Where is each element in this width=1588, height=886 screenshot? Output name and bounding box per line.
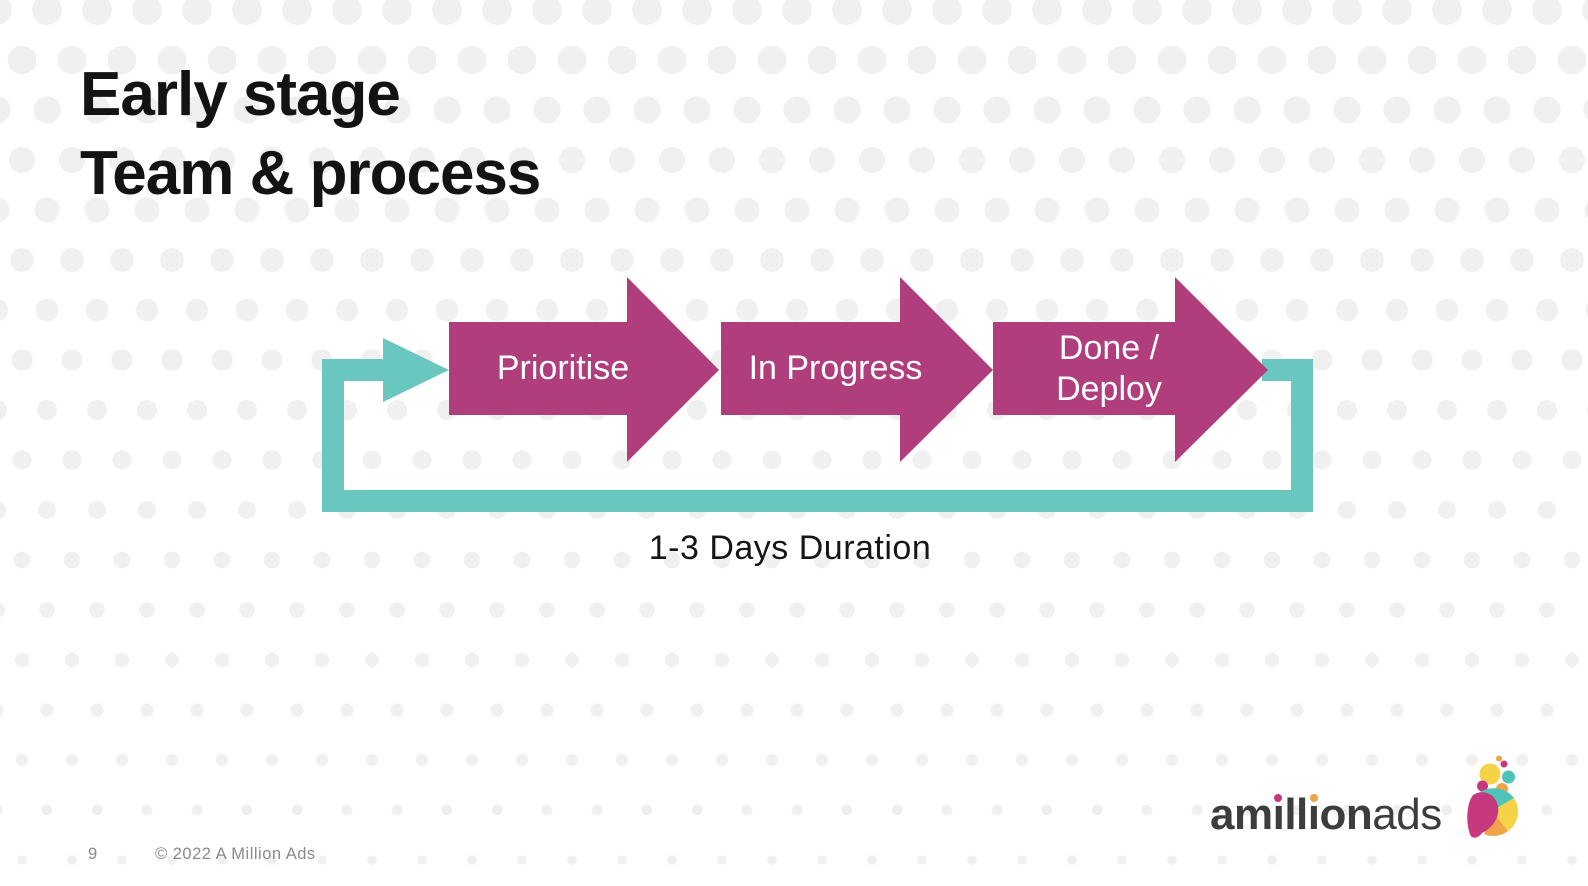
step-label-in-progress: In Progress	[748, 349, 923, 388]
logo-part-ads: ads	[1372, 790, 1442, 839]
flow-arrow-in-progress	[721, 277, 993, 462]
amillionads-wordmark: amıllıonads	[1210, 790, 1442, 840]
step-label-prioritise: Prioritise	[496, 349, 630, 388]
step-label-done-deploy: Done / Deploy	[1056, 329, 1162, 408]
title-line-2: Team & process	[80, 138, 541, 208]
copyright-text: © 2022 A Million Ads	[155, 845, 316, 863]
logo-part-am: am	[1210, 790, 1273, 839]
flow-arrow-prioritise	[449, 277, 719, 462]
title-line-1: Early stage	[80, 60, 401, 129]
logo-part-ll: ll	[1284, 790, 1308, 839]
loop-arrow	[322, 338, 1313, 512]
amillionads-logo-icon	[1467, 755, 1519, 838]
flow-arrow-done-deploy	[993, 277, 1268, 462]
duration-label: 1-3 Days Duration	[648, 529, 932, 567]
page-number: 9	[88, 845, 98, 863]
logo-part-on: on	[1319, 790, 1373, 839]
logo-i-orange-dot: ı	[1307, 790, 1320, 839]
logo-i-pink-dot: ı	[1272, 790, 1285, 839]
